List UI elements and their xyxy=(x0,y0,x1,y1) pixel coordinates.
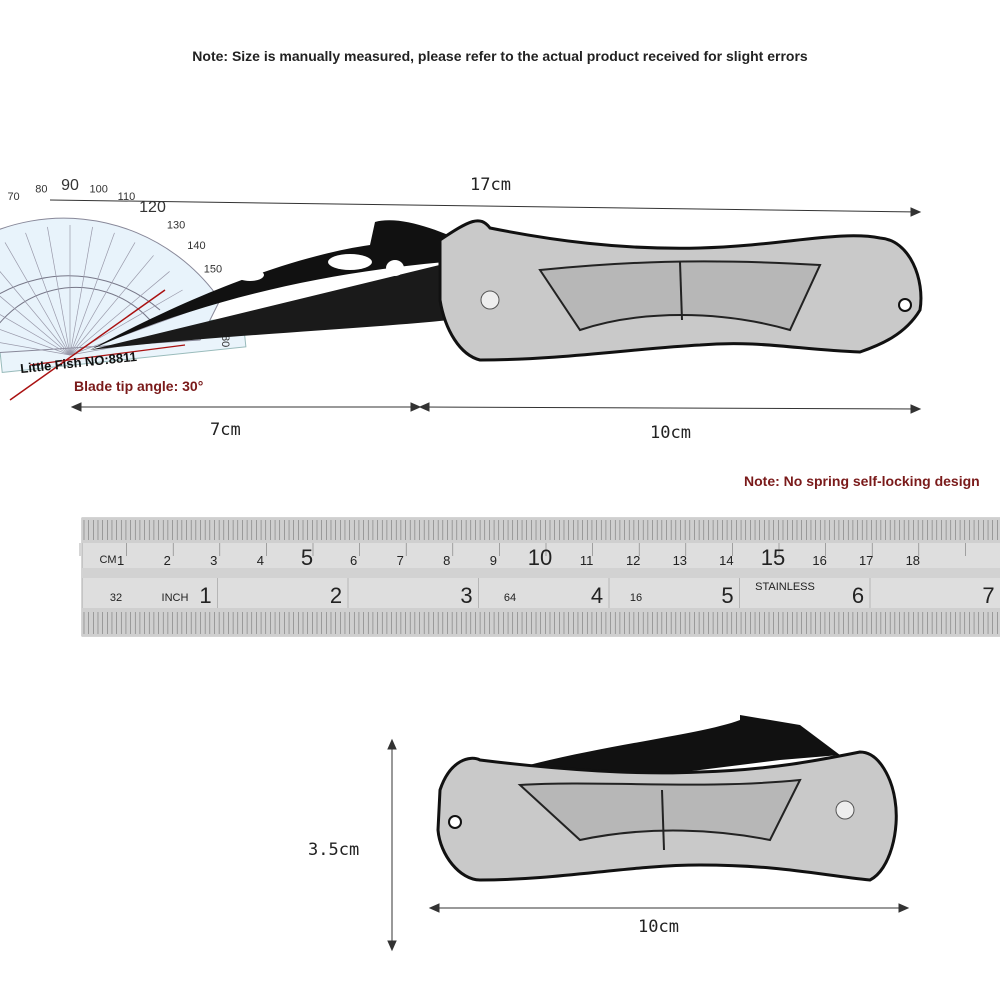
protractor-label: 80 xyxy=(35,184,47,196)
protractor-label: 130 xyxy=(167,220,185,232)
dimension-lines xyxy=(49,199,922,952)
inch-label: 2 xyxy=(330,583,342,608)
protractor-label: 110 xyxy=(118,191,136,203)
cm-label: 1 xyxy=(117,553,124,568)
inch-label: 7 xyxy=(982,583,994,608)
inch-label: 5 xyxy=(721,583,733,608)
protractor-label: 90 xyxy=(61,177,79,194)
protractor-label: 140 xyxy=(187,240,205,252)
cm-label: 9 xyxy=(490,553,497,568)
cm-label: 10 xyxy=(528,545,552,570)
total-length-label: 17cm xyxy=(470,175,511,195)
folded-length-label: 10cm xyxy=(638,917,679,937)
cm-label: 18 xyxy=(906,553,920,568)
spring-note: Note: No spring self-locking design xyxy=(744,473,980,489)
cm-label: 15 xyxy=(761,545,785,570)
cm-label: 5 xyxy=(301,545,313,570)
cm-label: 17 xyxy=(859,553,873,568)
inch-label: 6 xyxy=(852,583,864,608)
inch-unit-label: INCH xyxy=(162,592,189,604)
cm-label: 7 xyxy=(397,553,404,568)
scale-label: 16 xyxy=(630,592,642,604)
blade-angle-note: Blade tip angle: 30° xyxy=(74,378,204,394)
cm-unit-label: CM xyxy=(99,554,116,566)
scale-label: 64 xyxy=(504,592,516,604)
cm-label: 8 xyxy=(443,553,450,568)
cm-label: 11 xyxy=(580,553,594,568)
inch-label: 4 xyxy=(591,583,603,608)
cm-label: 13 xyxy=(673,553,687,568)
protractor-label: 100 xyxy=(89,184,107,196)
material-label: STAINLESS xyxy=(755,581,815,593)
protractor-label: 70 xyxy=(7,191,19,203)
cm-label: 14 xyxy=(719,553,733,568)
folded-knife xyxy=(436,715,898,882)
cm-label: 2 xyxy=(164,553,171,568)
protractor-side-label: 80 xyxy=(219,335,231,347)
handle-length-label: 10cm xyxy=(650,423,691,443)
cm-label: 16 xyxy=(812,553,826,568)
cm-label: 12 xyxy=(626,553,640,568)
scale-label: 32 xyxy=(110,592,122,604)
protractor-label: 150 xyxy=(204,264,222,276)
protractor-label: 120 xyxy=(139,199,166,216)
cm-label: 4 xyxy=(257,553,264,568)
size-note: Note: Size is manually measured, please … xyxy=(192,48,808,64)
cm-label: 6 xyxy=(350,553,357,568)
blade-length-label: 7cm xyxy=(210,420,241,440)
inch-label: 3 xyxy=(460,583,472,608)
folded-height-label: 3.5cm xyxy=(308,840,360,860)
open-knife xyxy=(90,219,923,362)
inch-label: 1 xyxy=(199,583,211,608)
cm-label: 3 xyxy=(210,553,217,568)
